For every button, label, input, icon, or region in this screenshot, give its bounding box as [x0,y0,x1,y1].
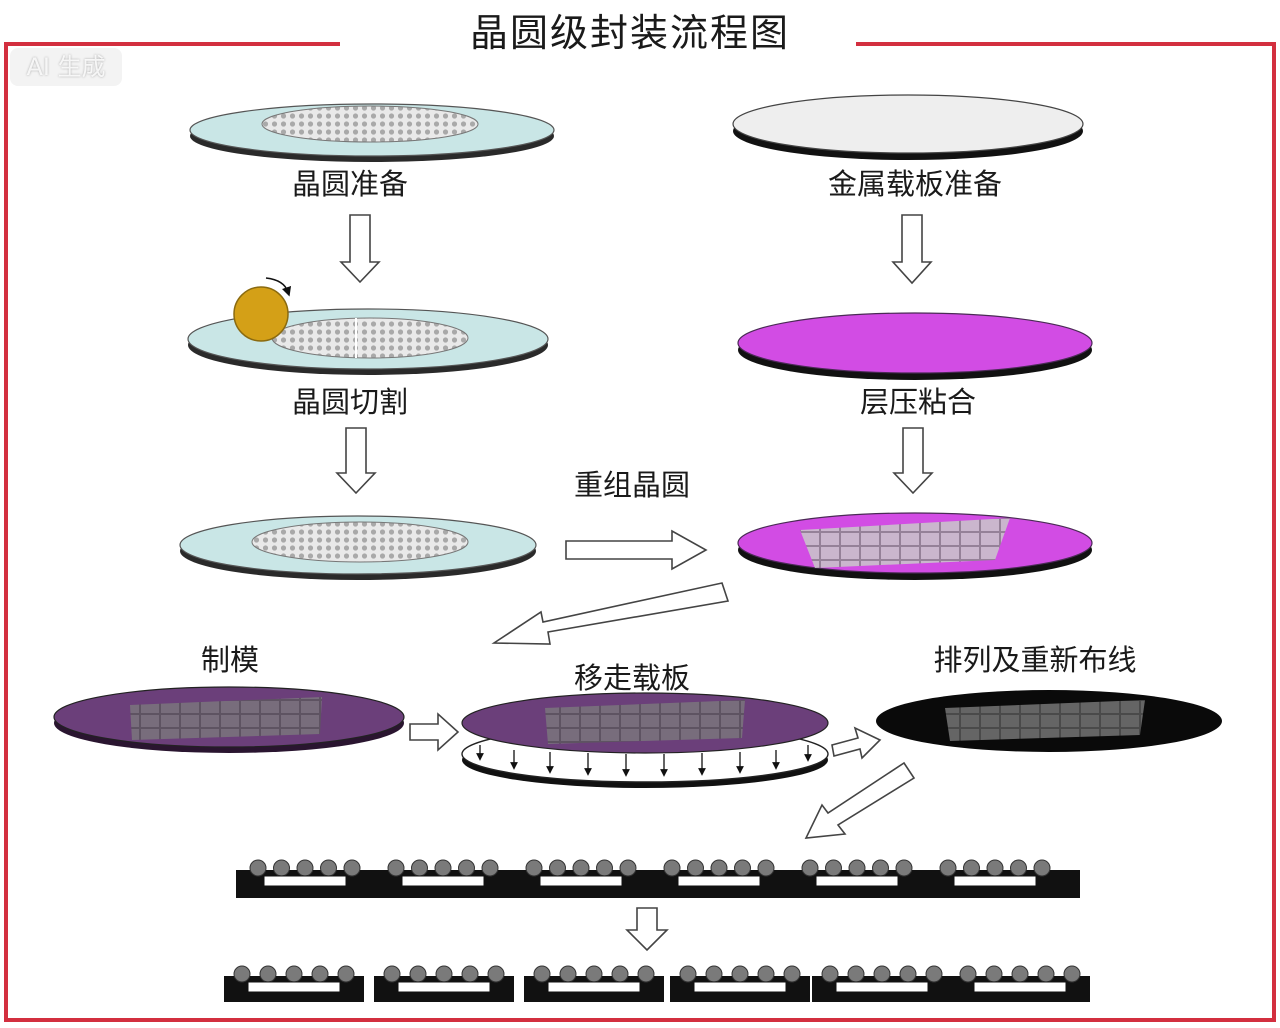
label-carrier-removal: 移走载板 [573,661,690,695]
down-arrow-4 [892,427,934,495]
label-redistribution: 排列及重新布线 [933,643,1137,677]
singulated-package [374,965,514,1002]
label-carrier-prep: 金属载板准备 [827,167,1002,201]
label-reconstitution: 重组晶圆 [573,468,690,502]
package-unit [525,859,637,887]
down-arrow-3 [335,427,377,495]
singulated-packages [224,965,1090,1002]
laminate-bond-illustration [737,312,1093,380]
label-molding: 制模 [200,643,259,677]
right-arrow-1 [565,529,708,571]
down-arrow-2 [891,214,933,285]
label-wafer-dicing: 晶圆切割 [291,385,408,419]
package-unit [801,859,913,887]
singulated-package [950,965,1090,1002]
redistribution-illustration [876,690,1222,752]
singulated-package [524,965,664,1002]
wafer-prep-illustration [189,103,555,162]
package-unit [663,859,775,887]
carrier-removal-illustration [461,692,829,788]
rotation-arrow-icon [265,277,292,297]
wafer-dicing-illustration [187,277,549,375]
package-unit [249,859,361,887]
dicing-saw-icon [233,286,289,342]
page-title: 晶圆级封装流程图 [469,11,790,55]
diced-wafer-illustration [179,515,537,580]
package-unit [233,965,355,993]
package-unit [383,965,505,993]
molding-illustration [53,686,405,753]
package-strip [236,859,1080,898]
label-laminate-bond: 层压粘合 [859,385,976,419]
singulated-package [812,965,952,1002]
label-wafer-prep: 晶圆准备 [291,167,408,201]
right-arrow-3 [831,726,882,760]
reconstituted-wafer-illustration [737,512,1093,580]
package-unit [821,965,943,993]
package-unit [387,859,499,887]
down-arrow-5 [625,907,669,952]
ai-generated-watermark: AI 生成 [10,48,122,86]
carrier-prep-illustration [732,94,1084,160]
package-unit [939,859,1051,887]
singulated-package [670,965,810,1002]
diagonal-arrow-1 [491,582,730,645]
diagonal-arrow-2 [804,761,916,839]
package-unit [679,965,801,993]
red-frame [4,42,1276,1022]
package-unit [959,965,1081,993]
singulated-package [224,965,364,1002]
down-arrow-1 [339,214,381,284]
package-unit [533,965,655,993]
right-arrow-2 [409,712,460,752]
